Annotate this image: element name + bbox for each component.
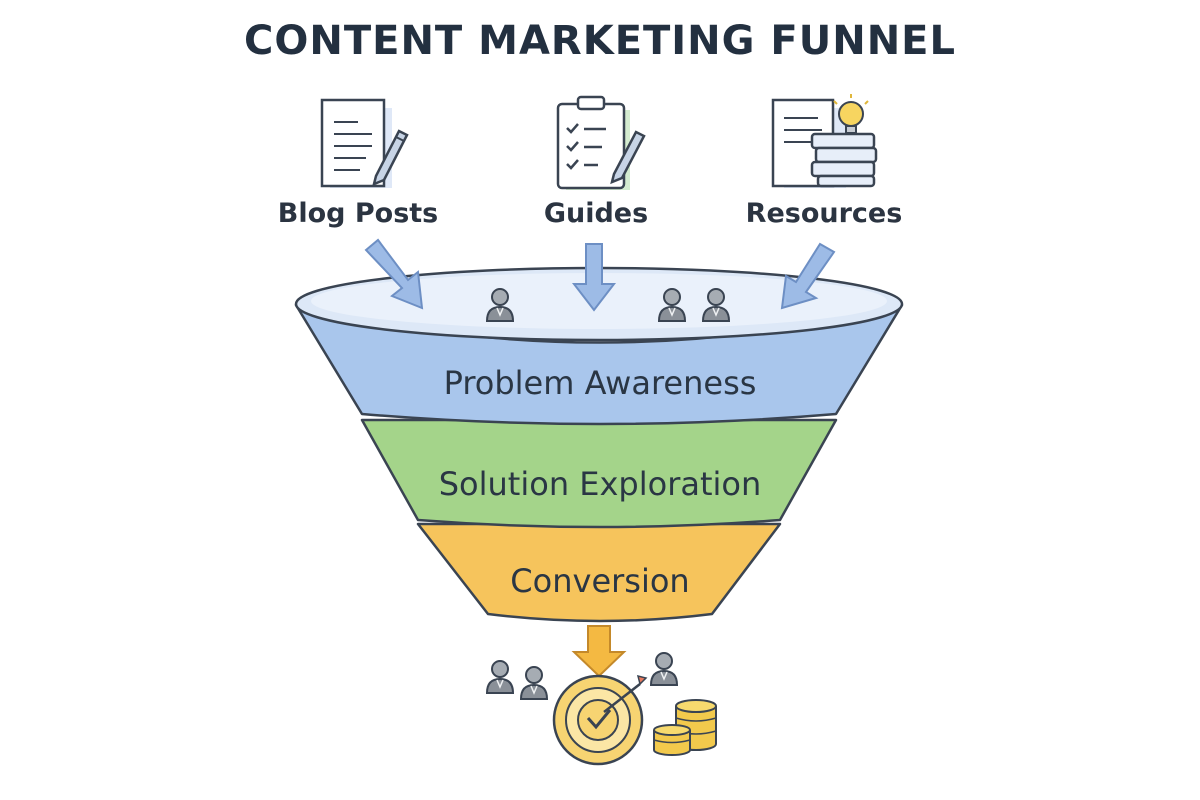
source-label-guides: Guides <box>543 198 649 229</box>
conversion-arrow <box>571 625 627 678</box>
target-icon <box>552 674 648 766</box>
stage-label-solution-exploration: Solution Exploration <box>438 465 762 503</box>
funnel-stage-conversion <box>416 522 782 623</box>
guides-arrow <box>571 243 617 312</box>
documents-lightbulb-icon <box>771 94 878 188</box>
stage-label-problem-awareness: Problem Awareness <box>443 364 757 402</box>
page-title: CONTENT MARKETING FUNNEL <box>244 18 956 64</box>
document-pencil-icon <box>320 98 409 188</box>
coins-icon <box>653 699 717 756</box>
resources-arrow <box>780 242 836 310</box>
source-label-resources: Resources <box>745 198 903 229</box>
source-label-blog-posts: Blog Posts <box>277 198 439 229</box>
funnel-stage-solution-exploration <box>360 418 838 529</box>
stage-label-conversion: Conversion <box>510 562 690 600</box>
clipboard-checklist-icon <box>556 95 646 190</box>
blog-posts-arrow <box>364 238 424 310</box>
